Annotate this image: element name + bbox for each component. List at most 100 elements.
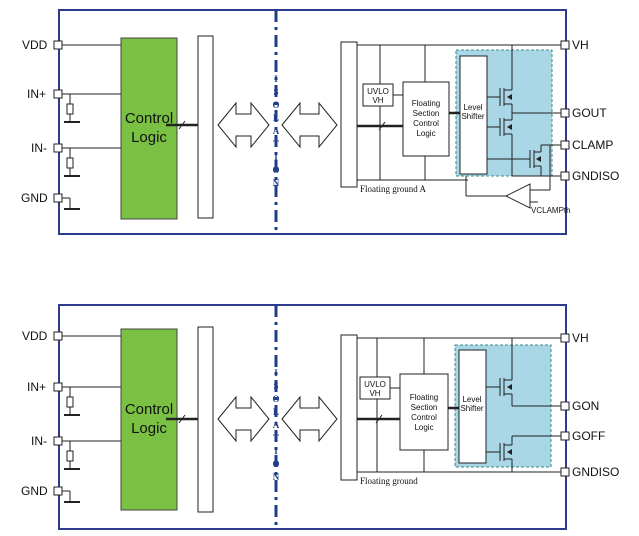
bottom-frame <box>58 304 567 530</box>
top-level-shifter-block <box>459 55 488 175</box>
top-rx-bar <box>340 41 358 188</box>
bottom-vdd-pin <box>53 331 63 341</box>
bottom-in-plus-pin <box>53 382 63 392</box>
svg-text:Shifter: Shifter <box>460 404 483 413</box>
top-vh-pin <box>560 40 570 50</box>
bottom-goff-label: GOFF <box>572 429 605 443</box>
bottom-floating-control-block <box>399 373 449 451</box>
top-floating-control-block <box>402 81 450 157</box>
bottom-in-plus-label: IN+ <box>27 380 46 394</box>
top-clamp-comparator: VCLAMPth <box>465 145 571 215</box>
svg-text:L: L <box>273 113 279 123</box>
top-right-double-arrow <box>281 101 338 149</box>
top-in-minus-label: IN- <box>31 141 47 155</box>
svg-text:S: S <box>273 87 278 97</box>
svg-text:O: O <box>272 100 279 110</box>
bottom-vdd-label: VDD <box>22 329 48 343</box>
top-gout-label: GOUT <box>572 106 607 120</box>
top-vdd-pin <box>53 40 63 50</box>
bottom-rx-bar <box>340 334 358 481</box>
svg-text:O: O <box>272 394 279 404</box>
bottom-low-side-mosfet <box>486 435 565 472</box>
bottom-high-side-mosfet <box>486 338 565 407</box>
svg-text:I: I <box>274 368 278 378</box>
svg-text:A: A <box>273 126 280 136</box>
svg-text:Level: Level <box>462 395 481 404</box>
svg-text:T: T <box>273 433 279 443</box>
bottom-tx-bar <box>197 326 214 513</box>
svg-text:A: A <box>273 420 280 430</box>
bottom-control-logic-line2: Logic <box>131 420 167 437</box>
bottom-diagram: VDD IN+ IN- GND Control Logic <box>21 304 619 530</box>
svg-text:N: N <box>273 472 280 482</box>
svg-text:I: I <box>274 152 278 162</box>
top-gndiso-label: GNDISO <box>572 169 619 183</box>
svg-text:Floating: Floating <box>410 393 438 402</box>
svg-text:Level: Level <box>463 103 482 112</box>
top-in-minus-pin <box>53 143 63 153</box>
svg-text:Logic: Logic <box>414 423 433 432</box>
bottom-goff-pin <box>560 431 570 441</box>
bottom-gon-label: GON <box>572 399 599 413</box>
bottom-gon-pin <box>560 401 570 411</box>
bottom-left-double-arrow <box>217 395 270 443</box>
top-diagram: VDD IN+ IN- GND Control Logic <box>21 9 619 235</box>
svg-text:Control: Control <box>413 119 439 128</box>
svg-text:I: I <box>274 74 278 84</box>
top-gout-pin <box>560 108 570 118</box>
bottom-input-wiring <box>62 335 121 503</box>
svg-text:UVLO: UVLO <box>367 87 389 96</box>
top-gnd-pin <box>53 193 63 203</box>
bottom-vh-pin <box>560 333 570 343</box>
svg-text:N: N <box>273 178 280 188</box>
svg-text:Logic: Logic <box>416 129 435 138</box>
svg-text:Control: Control <box>411 413 437 422</box>
top-gndiso-pin <box>560 171 570 181</box>
top-vdd-label: VDD <box>22 38 48 52</box>
bottom-gnd-pin <box>53 486 63 496</box>
top-tx-bar <box>197 35 214 219</box>
bottom-gndiso-label: GNDISO <box>572 465 619 479</box>
svg-text:S: S <box>273 381 278 391</box>
top-frame <box>58 9 567 235</box>
svg-text:L: L <box>273 407 279 417</box>
top-vh-label: VH <box>572 38 589 52</box>
bottom-vh-label: VH <box>572 331 589 345</box>
svg-text:Section: Section <box>413 109 440 118</box>
bottom-right-double-arrow <box>281 395 338 443</box>
top-high-side-mosfet <box>487 45 513 106</box>
top-input-wiring <box>62 44 121 210</box>
top-vclamp-label: VCLAMPth <box>531 206 571 215</box>
top-gnd-label: GND <box>21 191 48 205</box>
svg-text:T: T <box>273 139 279 149</box>
top-clamp-pin <box>560 140 570 150</box>
svg-text:Shifter: Shifter <box>461 112 484 121</box>
bottom-control-logic-line1: Control <box>125 401 173 418</box>
svg-text:O: O <box>272 165 279 175</box>
bottom-gnd-label: GND <box>21 484 48 498</box>
top-left-double-arrow <box>217 101 270 149</box>
svg-text:O: O <box>272 459 279 469</box>
top-clamp-label: CLAMP <box>572 138 613 152</box>
bottom-gndiso-pin <box>560 467 570 477</box>
bottom-floating-ground-label: Floating ground <box>360 476 418 486</box>
svg-text:Section: Section <box>411 403 438 412</box>
svg-text:Floating: Floating <box>412 99 440 108</box>
bottom-isolation-label: I S O L A T I O N <box>272 368 279 482</box>
svg-text:UVLO: UVLO <box>364 380 386 389</box>
top-isolation-label: I S O L A T I O N <box>272 74 279 188</box>
svg-text:I: I <box>274 446 278 456</box>
top-low-side-mosfet <box>487 104 513 176</box>
top-control-logic-block <box>120 37 178 220</box>
top-control-logic-line2: Logic <box>131 129 167 146</box>
top-floating-ground-label: Floating ground A <box>360 184 427 194</box>
bottom-in-minus-pin <box>53 436 63 446</box>
top-control-logic-line1: Control <box>125 110 173 127</box>
top-in-plus-label: IN+ <box>27 87 46 101</box>
svg-text:VH: VH <box>369 389 380 398</box>
bottom-in-minus-label: IN- <box>31 434 47 448</box>
bottom-level-shifter-block <box>458 349 487 464</box>
top-in-plus-pin <box>53 89 63 99</box>
svg-text:VH: VH <box>372 96 383 105</box>
